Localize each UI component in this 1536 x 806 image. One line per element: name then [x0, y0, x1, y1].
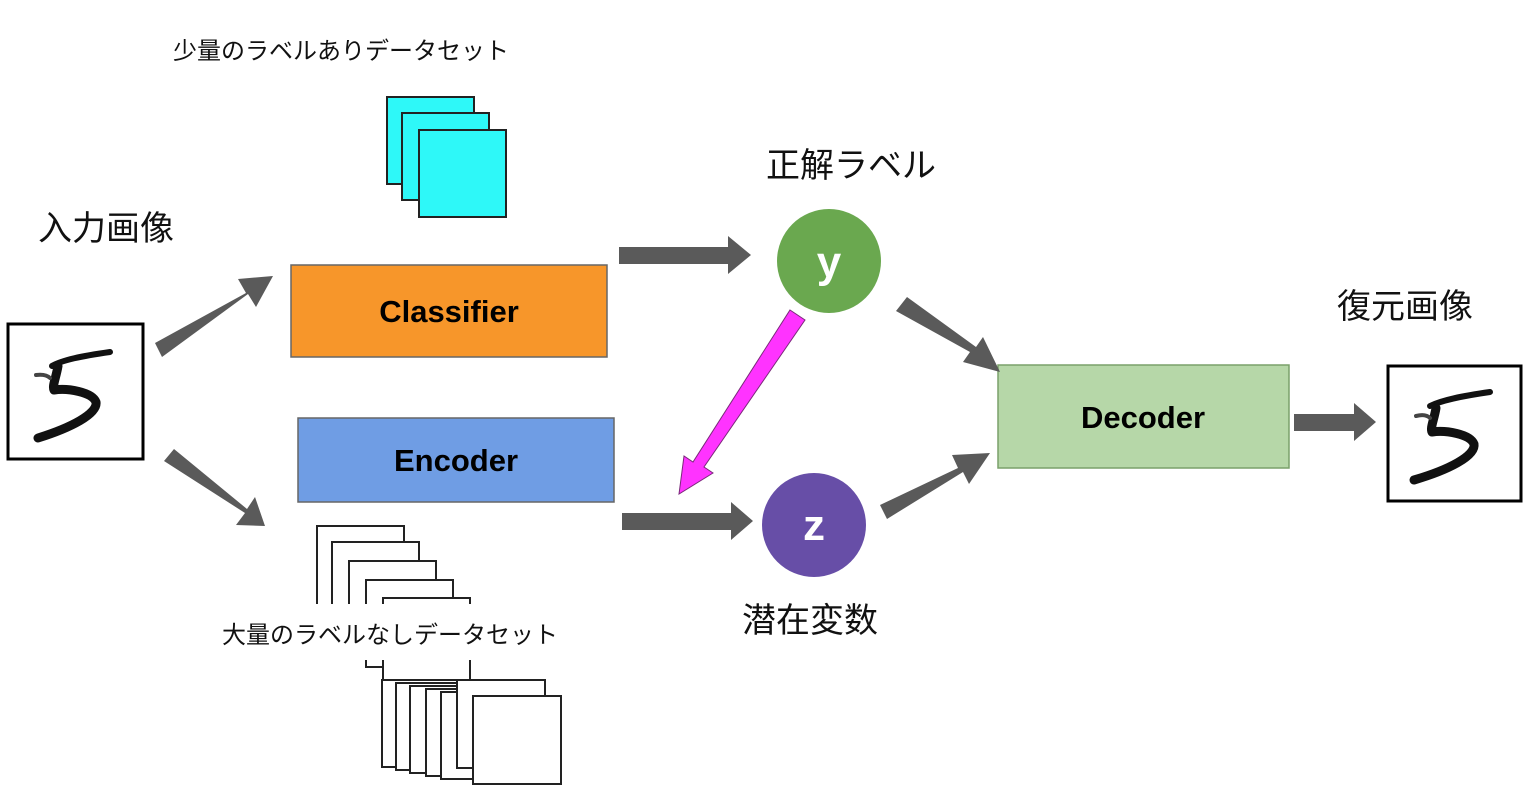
small-labeled-dataset-stack — [386, 96, 507, 218]
arrow-encoder-to-z — [622, 502, 753, 540]
input-image — [6, 322, 145, 461]
encoder-box-bg — [297, 417, 615, 503]
reconstructed-image-label: 復元画像 — [1337, 287, 1473, 327]
arrow-z-to-decoder — [880, 453, 990, 519]
decoder-box-bg — [997, 364, 1290, 469]
reconstructed-image — [1386, 364, 1523, 503]
arrow-classifier-to-y — [619, 236, 751, 274]
arrows — [155, 236, 1376, 540]
label-backdrop — [215, 604, 645, 660]
arrow-input-to-classifier — [155, 276, 273, 357]
y-node-label: y — [817, 238, 842, 287]
arrow-decoder-to-output — [1294, 403, 1376, 441]
large-unlabeled-dataset-stack-upper — [316, 525, 471, 686]
true-label-caption: 正解ラベル — [766, 146, 936, 186]
input-image-label: 入力画像 — [38, 209, 174, 249]
y-node — [777, 209, 881, 313]
stack-card — [418, 129, 507, 218]
small-labeled-dataset-label: 少量のラベルありデータセット — [173, 37, 509, 65]
digit-five-input — [33, 349, 113, 443]
large-unlabeled-dataset-stack-lower — [381, 679, 562, 785]
classifier-label: Classifier — [379, 294, 519, 329]
arrow-input-to-encoder — [164, 449, 265, 526]
digit-five-output — [1409, 389, 1493, 485]
decoder-label: Decoder — [1081, 400, 1205, 435]
arrow-y-to-decoder — [896, 297, 1000, 372]
z-node-label: z — [803, 501, 825, 550]
latent-variable-caption: 潜在変数 — [742, 601, 878, 641]
encoder-label: Encoder — [394, 443, 518, 478]
arrow-y-to-z-pink — [678, 309, 806, 495]
z-node — [762, 473, 866, 577]
large-unlabeled-dataset-label: 大量のラベルなしデータセット — [222, 621, 558, 649]
classifier-box-bg — [290, 264, 608, 358]
